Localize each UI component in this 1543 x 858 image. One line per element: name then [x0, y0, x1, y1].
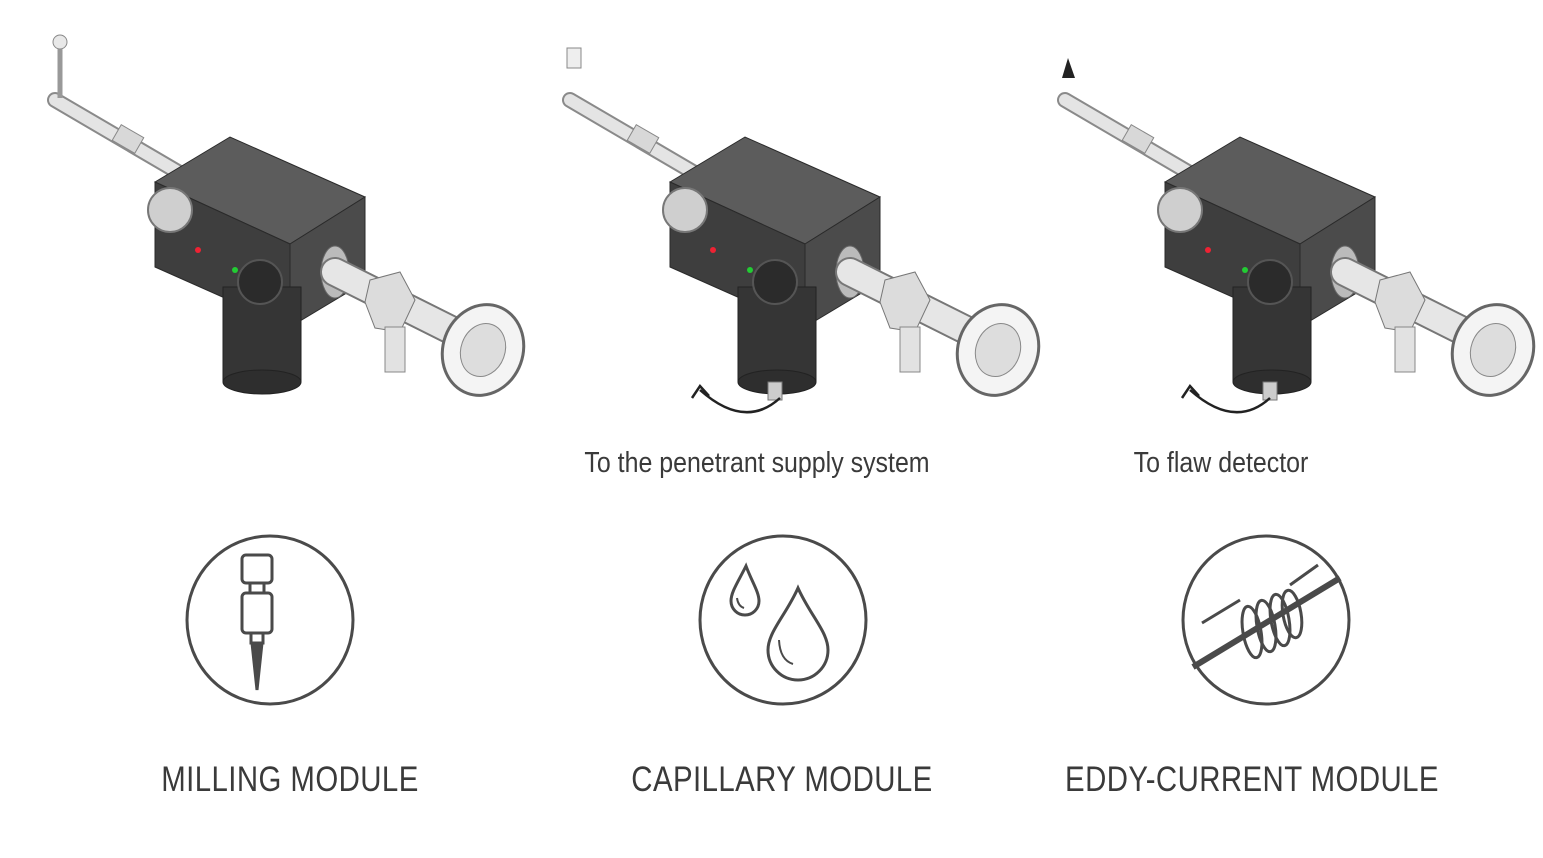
- coil-icon: [1181, 534, 1351, 706]
- capillary-connection-caption: To the penetrant supply system: [584, 447, 930, 479]
- milling-module-label: MILLING MODULE: [161, 760, 419, 799]
- eddy-current-connection-caption: To flaw detector: [1133, 447, 1309, 479]
- rotation-arrow-icon: [699, 389, 781, 414]
- drill-bit-icon: [185, 534, 355, 706]
- droplets-icon: [698, 534, 868, 706]
- rotation-arrow-icon: [1189, 389, 1271, 414]
- capillary-device-image: [567, 47, 1051, 414]
- capillary-module-label: CAPILLARY MODULE: [631, 760, 933, 799]
- eddy-current-device-image: [1062, 58, 1543, 412]
- milling-device-image: [53, 34, 536, 407]
- eddy-current-module-label: EDDY-CURRENT MODULE: [1065, 760, 1439, 799]
